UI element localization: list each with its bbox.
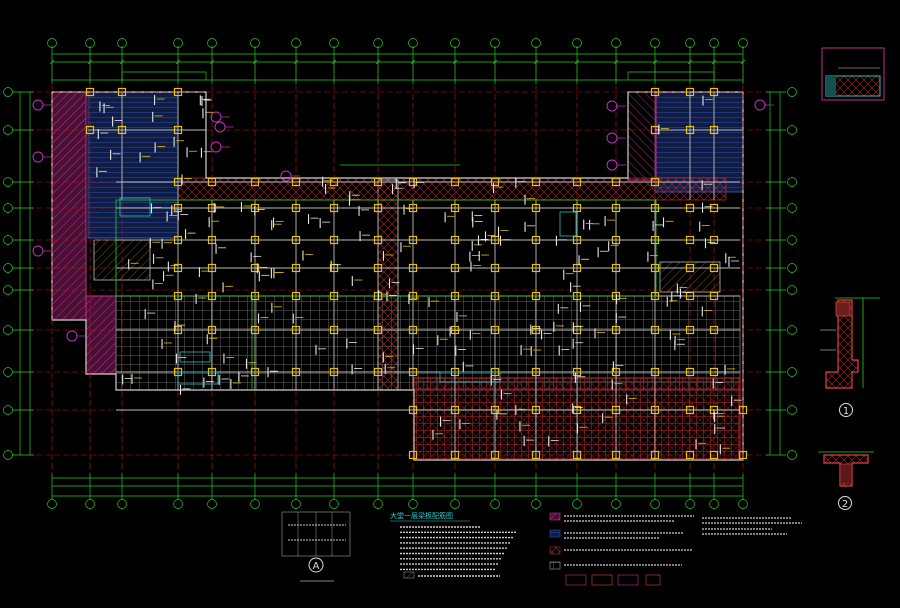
detail-marker-label: A: [313, 561, 320, 572]
notes-text-lines: [288, 524, 517, 577]
grey-slab-mid: [115, 295, 741, 391]
section-detail-1: 1: [820, 297, 880, 417]
top-right-detail: [821, 47, 885, 101]
section-marker-2-label: 2: [842, 499, 848, 510]
section-detail-2: 2: [818, 451, 874, 510]
rebar-detail-sketches: [565, 574, 661, 586]
generated-plan-lines: [3, 38, 797, 509]
legend-text-lines: [564, 515, 802, 566]
legend-swatches: [549, 512, 561, 570]
magenta-hatch-left-tall: [51, 91, 87, 321]
blue-hatch-right: [654, 91, 744, 193]
section-marker-1-label: 1: [843, 406, 849, 417]
notes-title: 大堂一层梁板配筋图: [390, 511, 453, 520]
building-outline: [51, 91, 744, 461]
section-marker-2: [838, 496, 852, 510]
detail-marker: [308, 557, 324, 573]
legend-block: A 大堂一层梁板配筋图: [281, 511, 802, 586]
magenta-hatch-left-low: [85, 295, 117, 375]
section-marker-1: [839, 403, 853, 417]
magenta-hatch-right: [627, 91, 657, 181]
